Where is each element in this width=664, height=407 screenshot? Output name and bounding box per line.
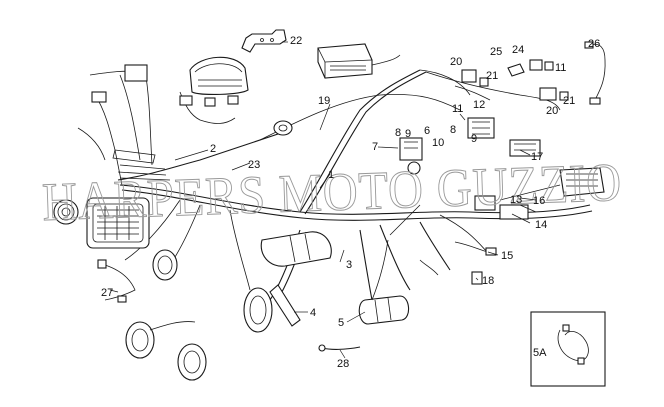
callout-24: 24	[512, 44, 524, 56]
callout-26: 26	[588, 38, 600, 50]
fuse-box-12	[399, 117, 495, 175]
bulb-sockets-lower	[125, 321, 207, 381]
callout-16: 16	[533, 195, 545, 207]
callout-25: 25	[490, 46, 502, 58]
callout-18: 18	[482, 275, 494, 287]
callout-20-right: 20	[546, 105, 558, 117]
callout-6: 6	[424, 125, 430, 137]
callout-11-right: 11	[555, 62, 566, 74]
control-unit-box	[317, 43, 401, 79]
callout-labels: 22 19 2 23 1 3 4 5 28 27 20 21 25 24 11 …	[101, 35, 600, 370]
callout-10: 10	[432, 137, 444, 149]
coil-4	[243, 284, 301, 333]
callout-21-top: 21	[486, 70, 498, 82]
callout-8-right: 8	[450, 124, 456, 136]
bulb-holders-27	[97, 249, 178, 303]
headlight-assembly	[86, 197, 150, 249]
rectifier-16-13	[474, 167, 605, 220]
relay-group-20-21	[454, 69, 569, 101]
bracket-22	[241, 29, 287, 53]
callout-1: 1	[328, 169, 334, 181]
leader-lines	[109, 41, 537, 359]
switch-25-24	[507, 59, 554, 77]
cable-26	[584, 41, 606, 105]
callout-7: 7	[372, 141, 378, 153]
callout-5a: 5A	[533, 347, 547, 359]
callout-28: 28	[337, 358, 349, 370]
callout-15: 15	[501, 250, 513, 262]
callout-9-right: 9	[471, 133, 477, 145]
callout-8-left: 8	[395, 127, 401, 139]
callout-11-mid: 11	[452, 103, 463, 115]
instrument-cluster	[179, 56, 249, 124]
callout-21-right: 21	[563, 95, 575, 107]
callout-17: 17	[531, 151, 543, 163]
battery-cable-5	[371, 204, 439, 301]
callout-22: 22	[290, 35, 302, 47]
callout-2: 2	[210, 143, 216, 155]
callout-19: 19	[318, 95, 330, 107]
callout-12: 12	[473, 99, 485, 111]
connector-15	[454, 241, 497, 256]
starter-motor	[260, 231, 410, 325]
connector-18	[471, 271, 483, 285]
callout-14: 14	[535, 219, 547, 231]
callout-23: 23	[248, 159, 260, 171]
callout-20-top: 20	[450, 56, 462, 68]
callout-9-left: 9	[405, 128, 411, 140]
regulator-17	[509, 139, 541, 157]
callout-5: 5	[338, 317, 344, 329]
callout-13: 13	[510, 194, 522, 206]
horn-left	[53, 199, 79, 225]
callout-4: 4	[310, 307, 316, 319]
callout-27: 27	[101, 287, 113, 299]
ignition-switch	[273, 120, 293, 136]
instrument-wiring-bundle	[77, 64, 171, 186]
ground-strap-28	[318, 344, 361, 352]
callout-3: 3	[346, 259, 352, 271]
detail-box-5a	[530, 311, 606, 387]
